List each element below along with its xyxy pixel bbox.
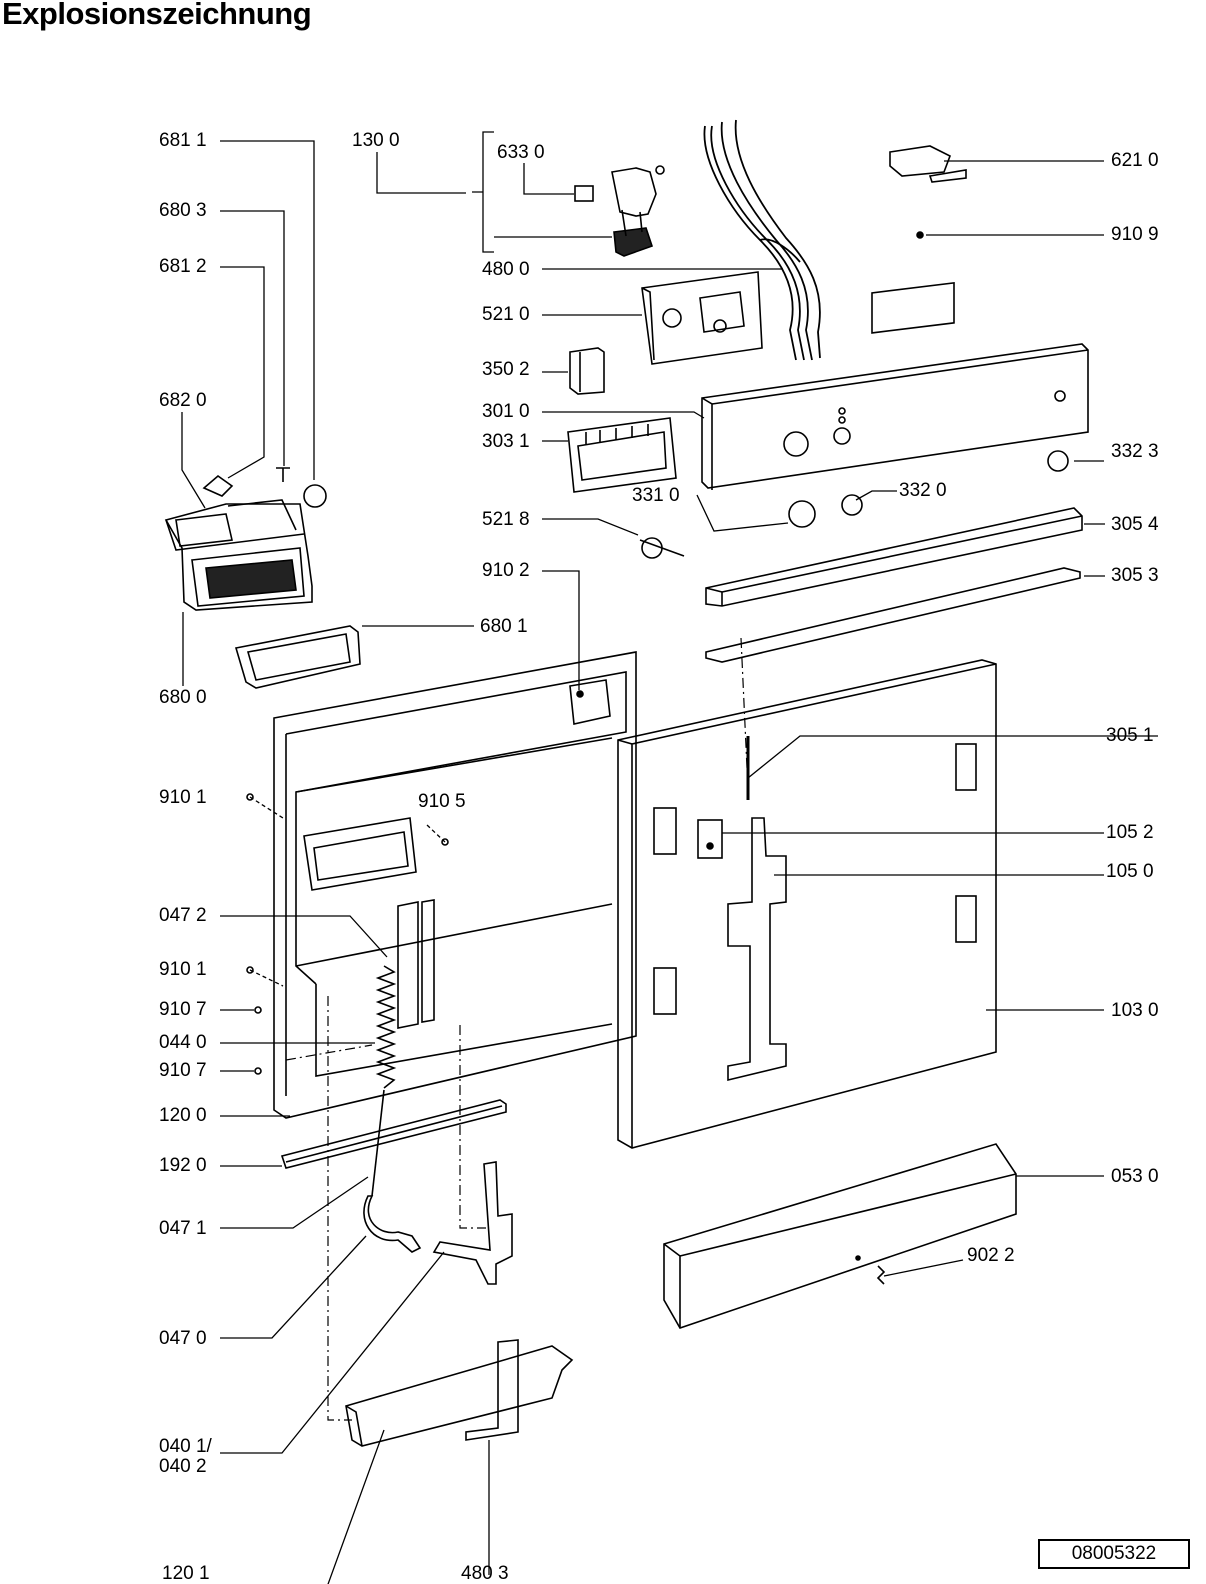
part-label-053-0: 053 0 (1111, 1166, 1159, 1187)
part-label-305-1: 305 1 (1106, 725, 1154, 746)
part-label-480-3: 480 3 (461, 1563, 509, 1584)
screws (246, 793, 449, 1075)
hinge-arm (363, 1195, 422, 1253)
dispenser-module (164, 499, 313, 611)
part-label-902-2: 902 2 (967, 1245, 1015, 1266)
foot-part (465, 1339, 519, 1441)
part-label-680-3: 680 3 (159, 200, 207, 221)
part-label-130-0: 130 0 (352, 130, 400, 151)
part-label-910-7-a: 910 7 (159, 999, 207, 1020)
part-label-303-1: 303 1 (482, 431, 530, 452)
part-label-103-0: 103 0 (1111, 1000, 1159, 1021)
part-label-621-0: 621 0 (1111, 150, 1159, 171)
pin-680-3 (276, 467, 290, 482)
part-label-120-1: 120 1 (162, 1563, 210, 1584)
control-module (641, 271, 763, 365)
part-label-680-0: 680 0 (159, 687, 207, 708)
part-label-681-2: 681 2 (159, 256, 207, 277)
part-label-044-0: 044 0 (159, 1032, 207, 1053)
handle-part (567, 417, 677, 493)
part-label-680-1: 680 1 (480, 616, 528, 637)
door-lock-assembly (574, 165, 665, 257)
gasket (234, 625, 361, 689)
outer-door-panel (617, 659, 997, 1149)
part-label-040-1-040-2: 040 1/ 040 2 (159, 1436, 212, 1477)
clip-681-2 (202, 474, 234, 497)
bottom-rail (345, 1345, 574, 1447)
part-label-910-1-b: 910 1 (159, 959, 207, 980)
trim-strips (705, 507, 1083, 663)
knob-332-0 (841, 494, 863, 516)
part-label-633-0: 633 0 (497, 142, 545, 163)
connector-block (889, 145, 967, 183)
part-label-047-0: 047 0 (159, 1328, 207, 1349)
part-label-910-1-a: 910 1 (159, 787, 207, 808)
part-label-047-2: 047 2 (159, 905, 207, 926)
hinge-bracket (432, 1161, 513, 1285)
clip-part (569, 347, 605, 395)
part-label-305-4: 305 4 (1111, 514, 1159, 535)
part-label-910-2: 910 2 (482, 560, 530, 581)
part-label-305-3: 305 3 (1111, 565, 1159, 586)
part-label-681-1: 681 1 (159, 130, 207, 151)
part-label-105-0: 105 0 (1106, 861, 1154, 882)
center-lines (285, 637, 749, 1421)
kickplate (663, 1143, 1017, 1329)
leader-lines (181, 131, 1158, 1584)
page-title: Explosionszeichnung (2, 0, 312, 31)
part-label-350-2: 350 2 (482, 359, 530, 380)
knob-332-3 (1047, 450, 1069, 472)
sensor-part (639, 537, 685, 559)
part-label-682-0: 682 0 (159, 390, 207, 411)
control-panel-fascia (701, 281, 1089, 490)
part-label-192-0: 192 0 (159, 1155, 207, 1176)
profile-strip (280, 1099, 507, 1169)
part-label-301-0: 301 0 (482, 401, 530, 422)
part-label-120-0: 120 0 (159, 1105, 207, 1126)
part-label-105-2: 105 2 (1106, 822, 1154, 843)
document-number-box: 08005322 (1038, 1539, 1190, 1569)
part-label-521-0: 521 0 (482, 304, 530, 325)
part-label-910-5: 910 5 (418, 791, 466, 812)
part-label-332-3: 332 3 (1111, 441, 1159, 462)
part-label-521-8: 521 8 (482, 509, 530, 530)
part-label-332-0: 332 0 (899, 480, 947, 501)
hinge-rail (397, 899, 435, 1029)
part-label-480-0: 480 0 (482, 259, 530, 280)
part-label-331-0: 331 0 (632, 485, 680, 506)
knob-331-0 (788, 500, 816, 528)
part-label-910-9: 910 9 (1111, 224, 1159, 245)
inner-door-panel (273, 651, 637, 1119)
part-label-047-1: 047 1 (159, 1218, 207, 1239)
cable-harness (703, 119, 821, 361)
part-label-910-7-b: 910 7 (159, 1060, 207, 1081)
spring (371, 965, 397, 1197)
cap-681-1 (303, 484, 327, 508)
